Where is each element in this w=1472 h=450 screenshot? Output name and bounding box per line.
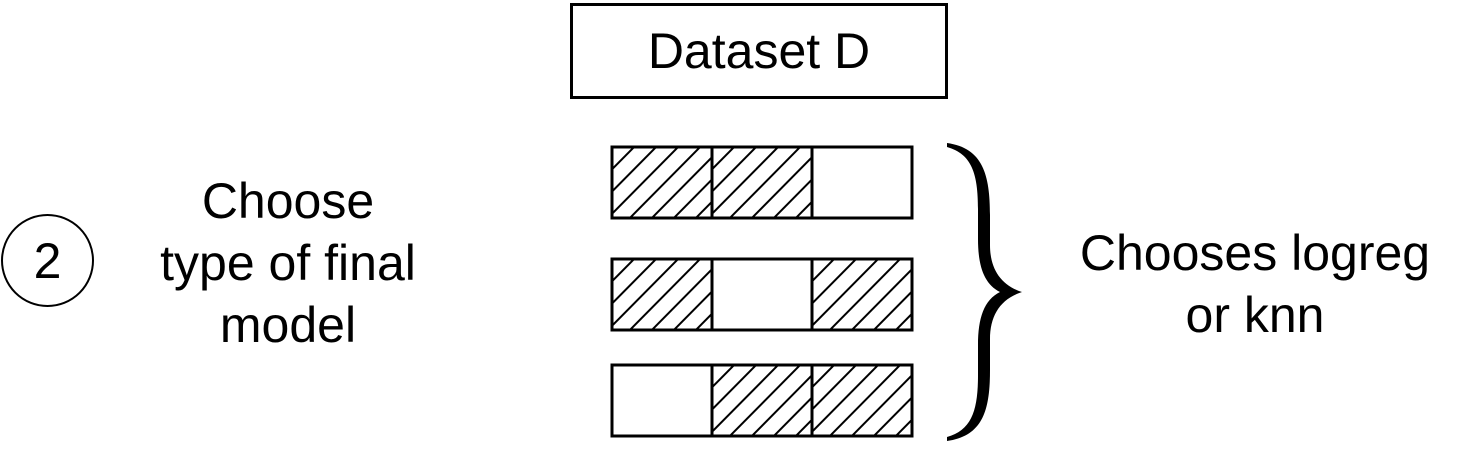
fold-cell-empty [810,145,914,220]
hatch-line [850,373,912,436]
hatch-line [794,200,812,218]
fold-cells [610,145,914,438]
result-description-line: Chooses logreg [1079,225,1431,281]
dataset-label: Dataset D [647,23,871,79]
hatch-line [894,312,912,330]
step-number: 2 [33,232,62,289]
result-description: Chooses logreg or knn [1045,222,1465,346]
hatch-line [612,147,658,194]
hatch-line [728,365,802,436]
hatch-line [750,373,812,436]
hatch-line [628,259,702,330]
hatch-line [812,259,836,283]
hatch-line [694,312,712,330]
hatch-line [872,290,912,330]
curly-brace-shape [947,143,1022,441]
hatch-line [650,155,712,218]
hatch-line [712,147,758,194]
hatch-line [712,365,758,412]
hatch-line [812,259,858,306]
fold-cell-hatched [810,363,914,438]
step-description-line: Choose [201,173,375,229]
dataset-box: Dataset D [570,3,948,99]
hatch-line [612,259,658,306]
hatch-line [612,259,636,283]
hatch-line [672,290,712,330]
hatch-line [772,178,812,218]
step-description-line: model [219,297,357,353]
hatch-line [894,418,912,436]
hatch-line [712,147,736,171]
hatch-line [828,365,902,436]
hatch-line [772,396,812,436]
hatch-line [794,418,812,436]
hatch-pattern [712,147,812,218]
step-description-line: type of final [160,235,416,291]
hatch-layer [612,147,912,436]
hatch-line [650,267,712,330]
step-number-circle: 2 [1,214,94,307]
hatch-line [812,365,836,389]
hatch-line [812,365,858,412]
hatch-line [872,396,912,436]
hatch-line [750,155,812,218]
hatch-line [612,147,636,171]
step-description: Choose type of final model [108,170,468,356]
hatch-line [712,365,736,389]
result-description-line: or knn [1185,287,1325,343]
hatch-line [728,147,802,218]
hatch-line [694,200,712,218]
fold-cell-hatched [810,257,914,332]
hatch-line [850,267,912,330]
hatch-line [628,147,702,218]
hatch-line [672,178,712,218]
hatch-line [828,259,902,330]
